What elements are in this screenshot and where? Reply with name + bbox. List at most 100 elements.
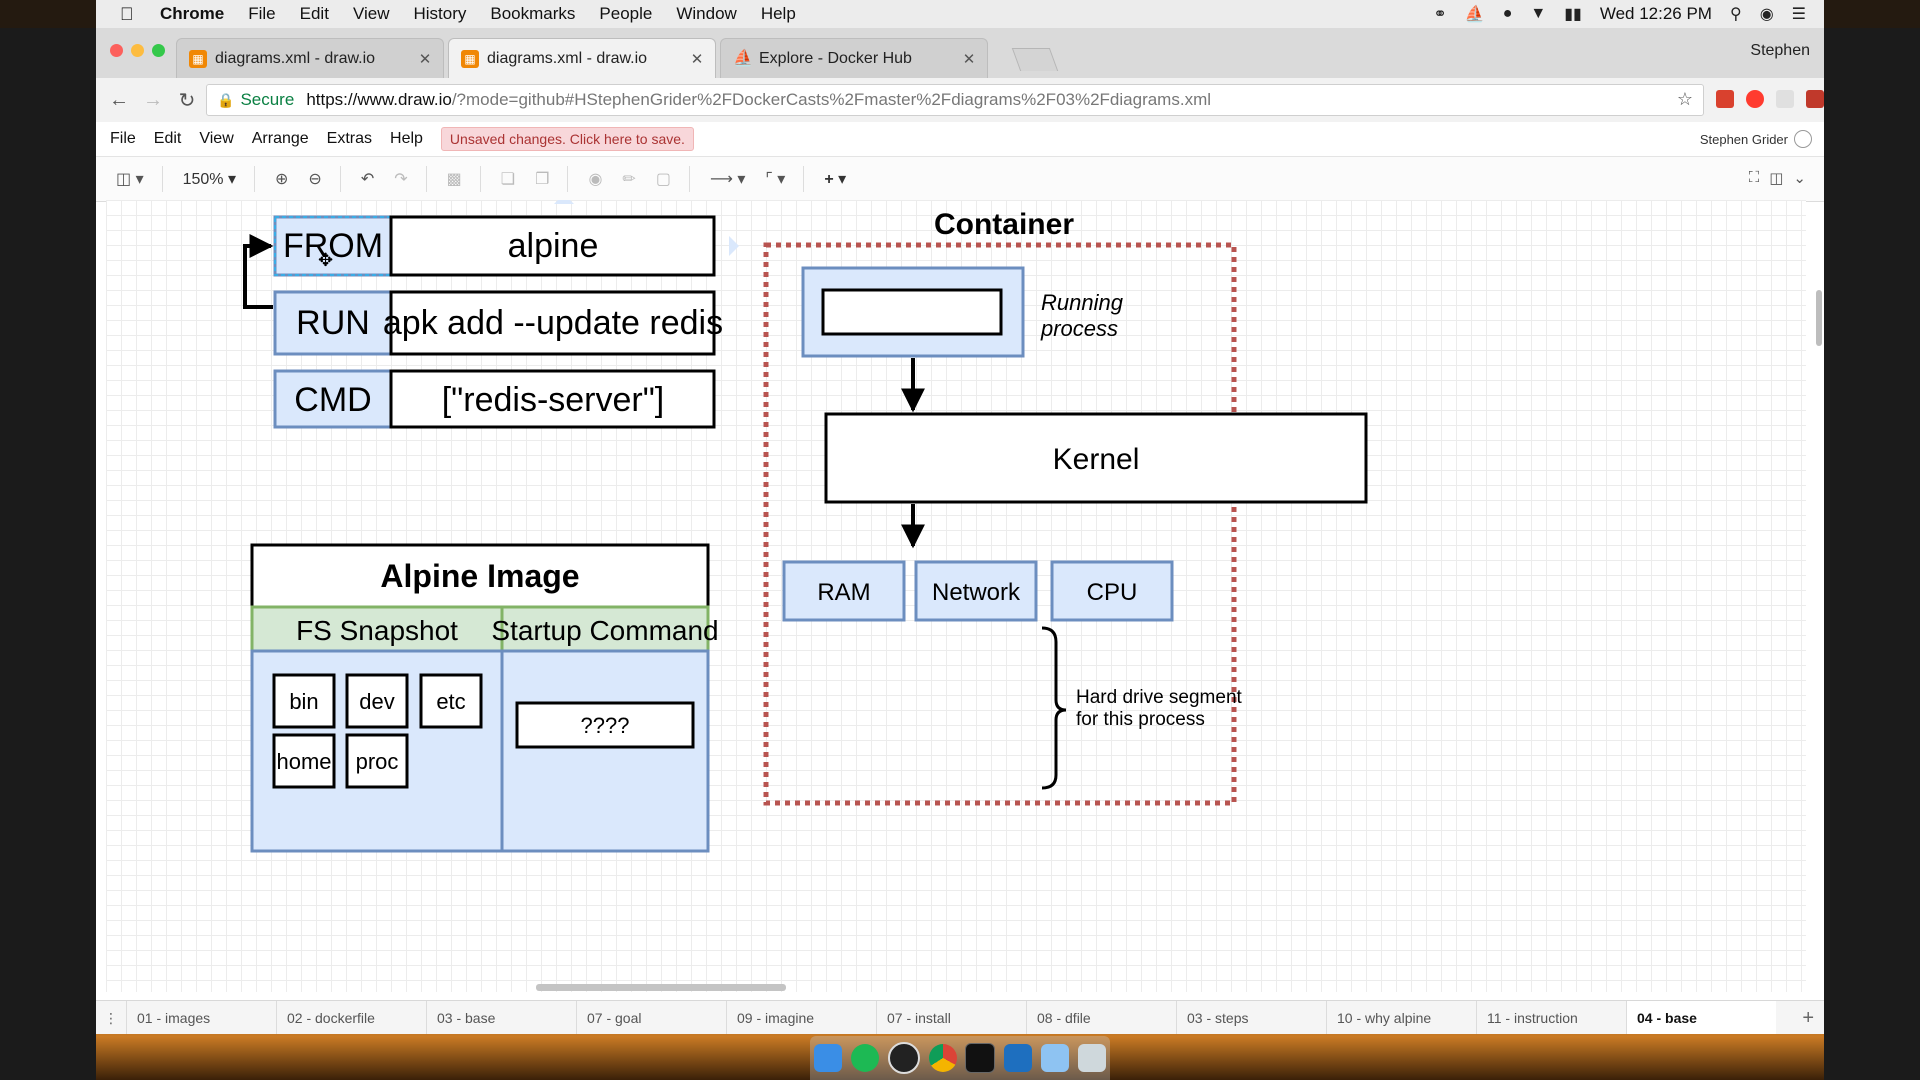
resource-box-cpu[interactable] <box>1050 560 1174 622</box>
startup-command-body[interactable] <box>500 649 710 853</box>
loop-arrow[interactable] <box>243 234 274 309</box>
language-globe-icon[interactable] <box>1794 130 1812 148</box>
wifi-icon[interactable]: ▼ <box>1530 5 1547 22</box>
menubar-clock[interactable]: Wed 12:26 PM <box>1599 4 1712 23</box>
profile-name[interactable]: Stephen <box>1750 42 1810 59</box>
folder-box-home[interactable] <box>272 733 336 789</box>
vscode-icon[interactable] <box>1004 1044 1033 1072</box>
diagram-canvas[interactable]: FROM alpine RUN apk add --update redis C… <box>106 200 1806 992</box>
collapse-chevron-icon[interactable]: ⌄ <box>1793 170 1806 187</box>
trash-icon[interactable] <box>1077 1044 1106 1072</box>
zoom-select[interactable]: 150% ▾ <box>182 171 236 188</box>
notification-center-icon[interactable]: ☰ <box>1791 6 1806 23</box>
page-tab[interactable]: 10 - why alpine <box>1326 1001 1476 1034</box>
folder-box-dev[interactable] <box>345 673 409 729</box>
insert-plus-icon[interactable]: + ▾ <box>824 171 847 188</box>
browser-tab-3[interactable]: ⛵ Explore - Docker Hub ✕ <box>720 38 988 78</box>
extension-icon[interactable] <box>1716 90 1734 108</box>
undo-icon[interactable]: ↶ <box>360 171 375 188</box>
page-tab[interactable]: 11 - instruction <box>1476 1001 1626 1034</box>
to-back-icon[interactable]: ❐ <box>535 171 550 188</box>
folder-box-bin[interactable] <box>272 673 336 729</box>
page-tab[interactable]: 03 - steps <box>1176 1001 1326 1034</box>
resource-box-ram[interactable] <box>782 560 906 622</box>
page-tab-active[interactable]: 04 - base <box>1626 1001 1776 1034</box>
page-tab[interactable]: 03 - base <box>426 1001 576 1034</box>
shadow-icon[interactable]: ▢ <box>655 171 671 188</box>
drawio-menu-view[interactable]: View <box>199 130 234 147</box>
page-tab[interactable]: 07 - goal <box>576 1001 726 1034</box>
maximize-window-button[interactable] <box>152 44 165 57</box>
redo-icon[interactable]: ↷ <box>394 171 408 188</box>
spotlight-search-icon[interactable]: ⚲ <box>1729 6 1742 23</box>
browser-tab-2[interactable]: ▦ diagrams.xml - draw.io ✕ <box>448 38 716 78</box>
startup-command-box[interactable] <box>515 701 695 749</box>
apple-icon[interactable]:  <box>120 4 142 25</box>
close-tab-icon[interactable]: ✕ <box>690 50 704 68</box>
new-tab-button[interactable] <box>1011 48 1059 71</box>
kernel-box[interactable] <box>824 412 1368 504</box>
menubar-app-name[interactable]: Chrome <box>160 4 225 23</box>
chrome-icon[interactable] <box>928 1044 957 1072</box>
add-page-icon[interactable]: + <box>1802 1007 1814 1029</box>
horizontal-scrollbar[interactable] <box>536 984 786 991</box>
docker-icon[interactable]: ⛵ <box>1464 6 1485 23</box>
argument-cell-from[interactable] <box>389 215 716 277</box>
siri-icon[interactable]: ◉ <box>1759 6 1774 23</box>
minimize-window-button[interactable] <box>131 44 144 57</box>
instruction-cell-cmd[interactable] <box>273 369 393 429</box>
instruction-cell-run[interactable] <box>273 290 393 356</box>
finder-icon[interactable] <box>814 1044 843 1072</box>
instruction-cell-from[interactable] <box>273 215 393 277</box>
spotify-icon[interactable] <box>851 1044 880 1072</box>
menubar-view[interactable]: View <box>352 4 390 23</box>
argument-cell-cmd[interactable] <box>389 369 716 429</box>
reload-icon[interactable]: ↻ <box>178 89 196 112</box>
url-input[interactable]: 🔒 Secure https://www.draw.io /?mode=gith… <box>206 84 1704 116</box>
back-arrow-icon[interactable]: ← <box>109 88 129 111</box>
unsaved-changes-button[interactable]: Unsaved changes. Click here to save. <box>440 127 694 151</box>
container-boundary[interactable] <box>763 242 1237 806</box>
folder-icon[interactable] <box>1040 1044 1069 1072</box>
connection-style-icon[interactable]: ⟶ ▾ <box>709 171 746 188</box>
fill-color-icon[interactable]: ◉ <box>588 171 603 188</box>
close-tab-icon[interactable]: ✕ <box>962 50 976 68</box>
waypoints-icon[interactable]: ⌜ ▾ <box>765 171 786 188</box>
hard-drive-brace[interactable] <box>1041 626 1067 790</box>
menubar-window[interactable]: Window <box>676 4 737 23</box>
opera-icon[interactable] <box>1746 90 1764 108</box>
folder-box-etc[interactable] <box>419 673 483 729</box>
drawio-menu-arrange[interactable]: Arrange <box>251 130 309 147</box>
bookmark-star-icon[interactable]: ☆ <box>1676 89 1693 109</box>
delete-icon[interactable]: ▩ <box>446 171 462 188</box>
connect-arrow-hint-icon[interactable] <box>729 236 739 256</box>
battery-icon[interactable]: ▮▮ <box>1564 6 1582 23</box>
menubar-bookmarks[interactable]: Bookmarks <box>490 4 576 23</box>
to-front-icon[interactable]: ❏ <box>500 171 516 188</box>
drawio-menu-edit[interactable]: Edit <box>153 130 182 147</box>
drawio-menu-extras[interactable]: Extras <box>326 130 373 147</box>
css-extension-icon[interactable] <box>1776 90 1794 108</box>
page-tab[interactable]: 09 - imagine <box>726 1001 876 1034</box>
menubar-edit[interactable]: Edit <box>299 4 329 23</box>
connect-arrow-hint-icon[interactable] <box>554 200 574 204</box>
menubar-history[interactable]: History <box>413 4 467 23</box>
forward-arrow-icon[interactable]: → <box>143 88 163 111</box>
image-title-cell[interactable] <box>250 543 710 609</box>
drawio-menu-help[interactable]: Help <box>390 130 423 147</box>
page-tab[interactable]: 07 - install <box>876 1001 1026 1034</box>
drawio-user-menu[interactable]: Stephen Grider <box>1699 132 1788 147</box>
line-color-icon[interactable]: ✏ <box>622 171 636 188</box>
resource-box-network[interactable] <box>914 560 1038 622</box>
pages-menu-icon[interactable]: ⋮ <box>104 1009 118 1026</box>
menubar-file[interactable]: File <box>248 4 276 23</box>
panels-icon[interactable]: ◫ <box>1769 170 1784 187</box>
obs-icon[interactable] <box>887 1042 920 1074</box>
fullscreen-icon[interactable]: ⛶ <box>1748 169 1760 186</box>
glasses-icon[interactable]: ⚭ <box>1433 6 1447 23</box>
menubar-people[interactable]: People <box>599 4 653 23</box>
close-window-button[interactable] <box>110 44 123 57</box>
zoom-out-icon[interactable]: ⊖ <box>308 171 322 188</box>
extension-badge-icon[interactable] <box>1806 90 1824 108</box>
format-panel-toggle-icon[interactable]: ◫ ▾ <box>116 171 144 188</box>
